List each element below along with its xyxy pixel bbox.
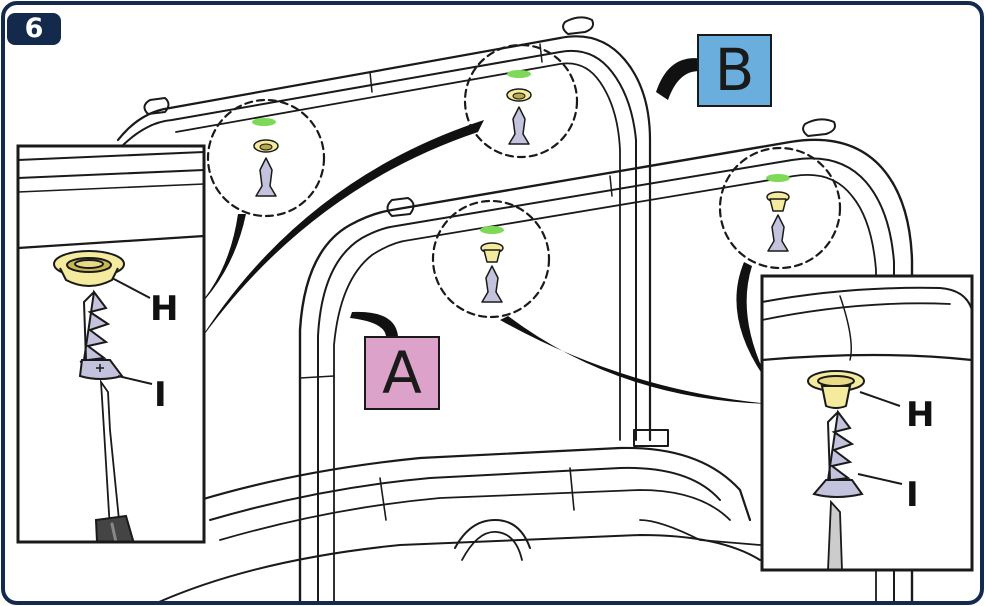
- part-label-h-right: H: [906, 395, 935, 435]
- part-label-h-left: H: [150, 289, 179, 329]
- tray: [149, 446, 761, 603]
- back-rail: [116, 16, 669, 447]
- detail-box-left: [16, 144, 206, 544]
- tag-a: A: [364, 336, 440, 410]
- part-label-i-right: I: [906, 475, 919, 515]
- step-number-badge: 6: [7, 13, 61, 45]
- front-frame-a: [298, 118, 914, 603]
- tag-b: B: [697, 34, 772, 107]
- mini-hardware: [252, 70, 790, 303]
- leader-wedges: [184, 58, 772, 404]
- cap-icon: [53, 250, 125, 287]
- part-label-i-left: I: [154, 375, 167, 415]
- screwdriver-icon: [827, 499, 843, 570]
- screwdriver-icon: [94, 378, 135, 542]
- screw-icon: [812, 409, 864, 498]
- detail-circles: [206, 43, 842, 319]
- detail-box-right: [760, 274, 974, 572]
- cap-icon: [807, 370, 865, 409]
